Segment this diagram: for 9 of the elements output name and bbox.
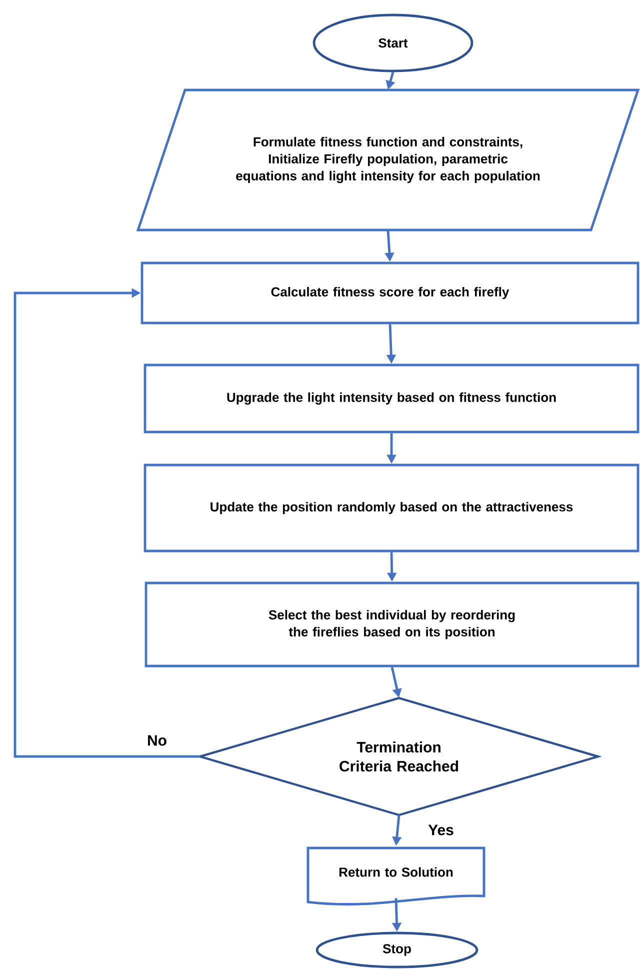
edge-label: No [146, 734, 168, 747]
edge-label: Yes [427, 824, 455, 836]
process-box: Update the position randomly based on the attractiveness [144, 464, 640, 552]
process-box: Upgrade the light intensity based on fitness function [144, 364, 640, 434]
terminal-oval: Start [312, 14, 474, 72]
process-box: Calculate fitness score for each firefly [140, 262, 640, 324]
process-box: Select the best individual by reordering the fireflies based on its position [144, 582, 640, 668]
arrow [14, 288, 200, 758]
terminal-oval: Stop [316, 932, 478, 968]
